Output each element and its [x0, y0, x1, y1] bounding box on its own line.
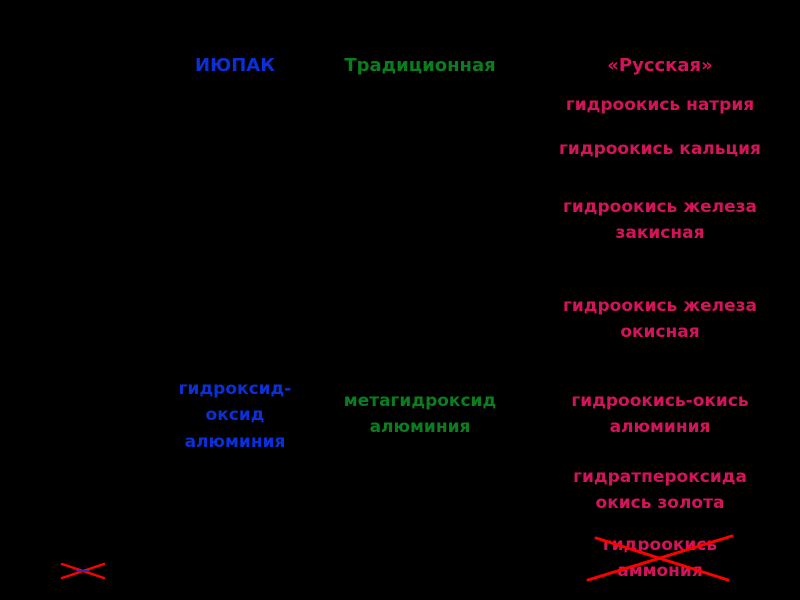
- iupac-row-5-line-3: алюминия: [184, 431, 286, 452]
- russian-row-5-line-2: алюминия: [609, 417, 711, 438]
- russian-row-2: гидроокись кальция: [530, 136, 790, 162]
- header-iupac: ИЮПАК: [195, 55, 275, 76]
- legend-cross: [58, 560, 108, 582]
- russian-row-4: гидроокись железа окисная: [540, 293, 780, 346]
- iupac-row-5-line-1: гидроксид-: [178, 379, 292, 399]
- russian-row-4-line-2: окисная: [620, 322, 700, 343]
- russian-row-6: гидратпероксида окись золота: [540, 464, 780, 517]
- iupac-row-5-line-2: оксид: [205, 405, 265, 426]
- russian-row-5-line-1: гидроокись-окись: [571, 391, 749, 411]
- header-russian: «Русская»: [607, 55, 713, 76]
- russian-row-2-line-1: гидроокись кальция: [559, 139, 761, 159]
- russian-row-4-line-1: гидроокись железа: [562, 296, 758, 316]
- russian-row-3: гидроокись железа закисная: [540, 194, 780, 247]
- russian-row-5: гидроокись-окись алюминия: [540, 388, 780, 441]
- russian-row-3-line-2: закисная: [615, 223, 705, 244]
- russian-row-6-line-2: окись золота: [595, 493, 725, 514]
- traditional-row-5: метагидроксид алюминия: [320, 388, 520, 441]
- header-traditional: Традиционная: [344, 55, 496, 76]
- traditional-row-5-line-2: алюминия: [369, 417, 471, 438]
- russian-row-7-crossed: гидроокись аммония: [580, 532, 740, 584]
- russian-row-1: гидроокись натрия: [540, 92, 780, 118]
- russian-row-1-line-1: гидроокись натрия: [565, 95, 755, 115]
- iupac-row-5: гидроксид- оксид алюминия: [160, 376, 310, 455]
- russian-row-6-line-1: гидратпероксида: [573, 467, 747, 487]
- russian-row-3-line-1: гидроокись железа: [562, 197, 758, 217]
- cross-mark-icon: [60, 562, 106, 580]
- traditional-row-5-line-1: метагидроксид: [343, 391, 497, 411]
- cross-out-icon: [586, 534, 734, 582]
